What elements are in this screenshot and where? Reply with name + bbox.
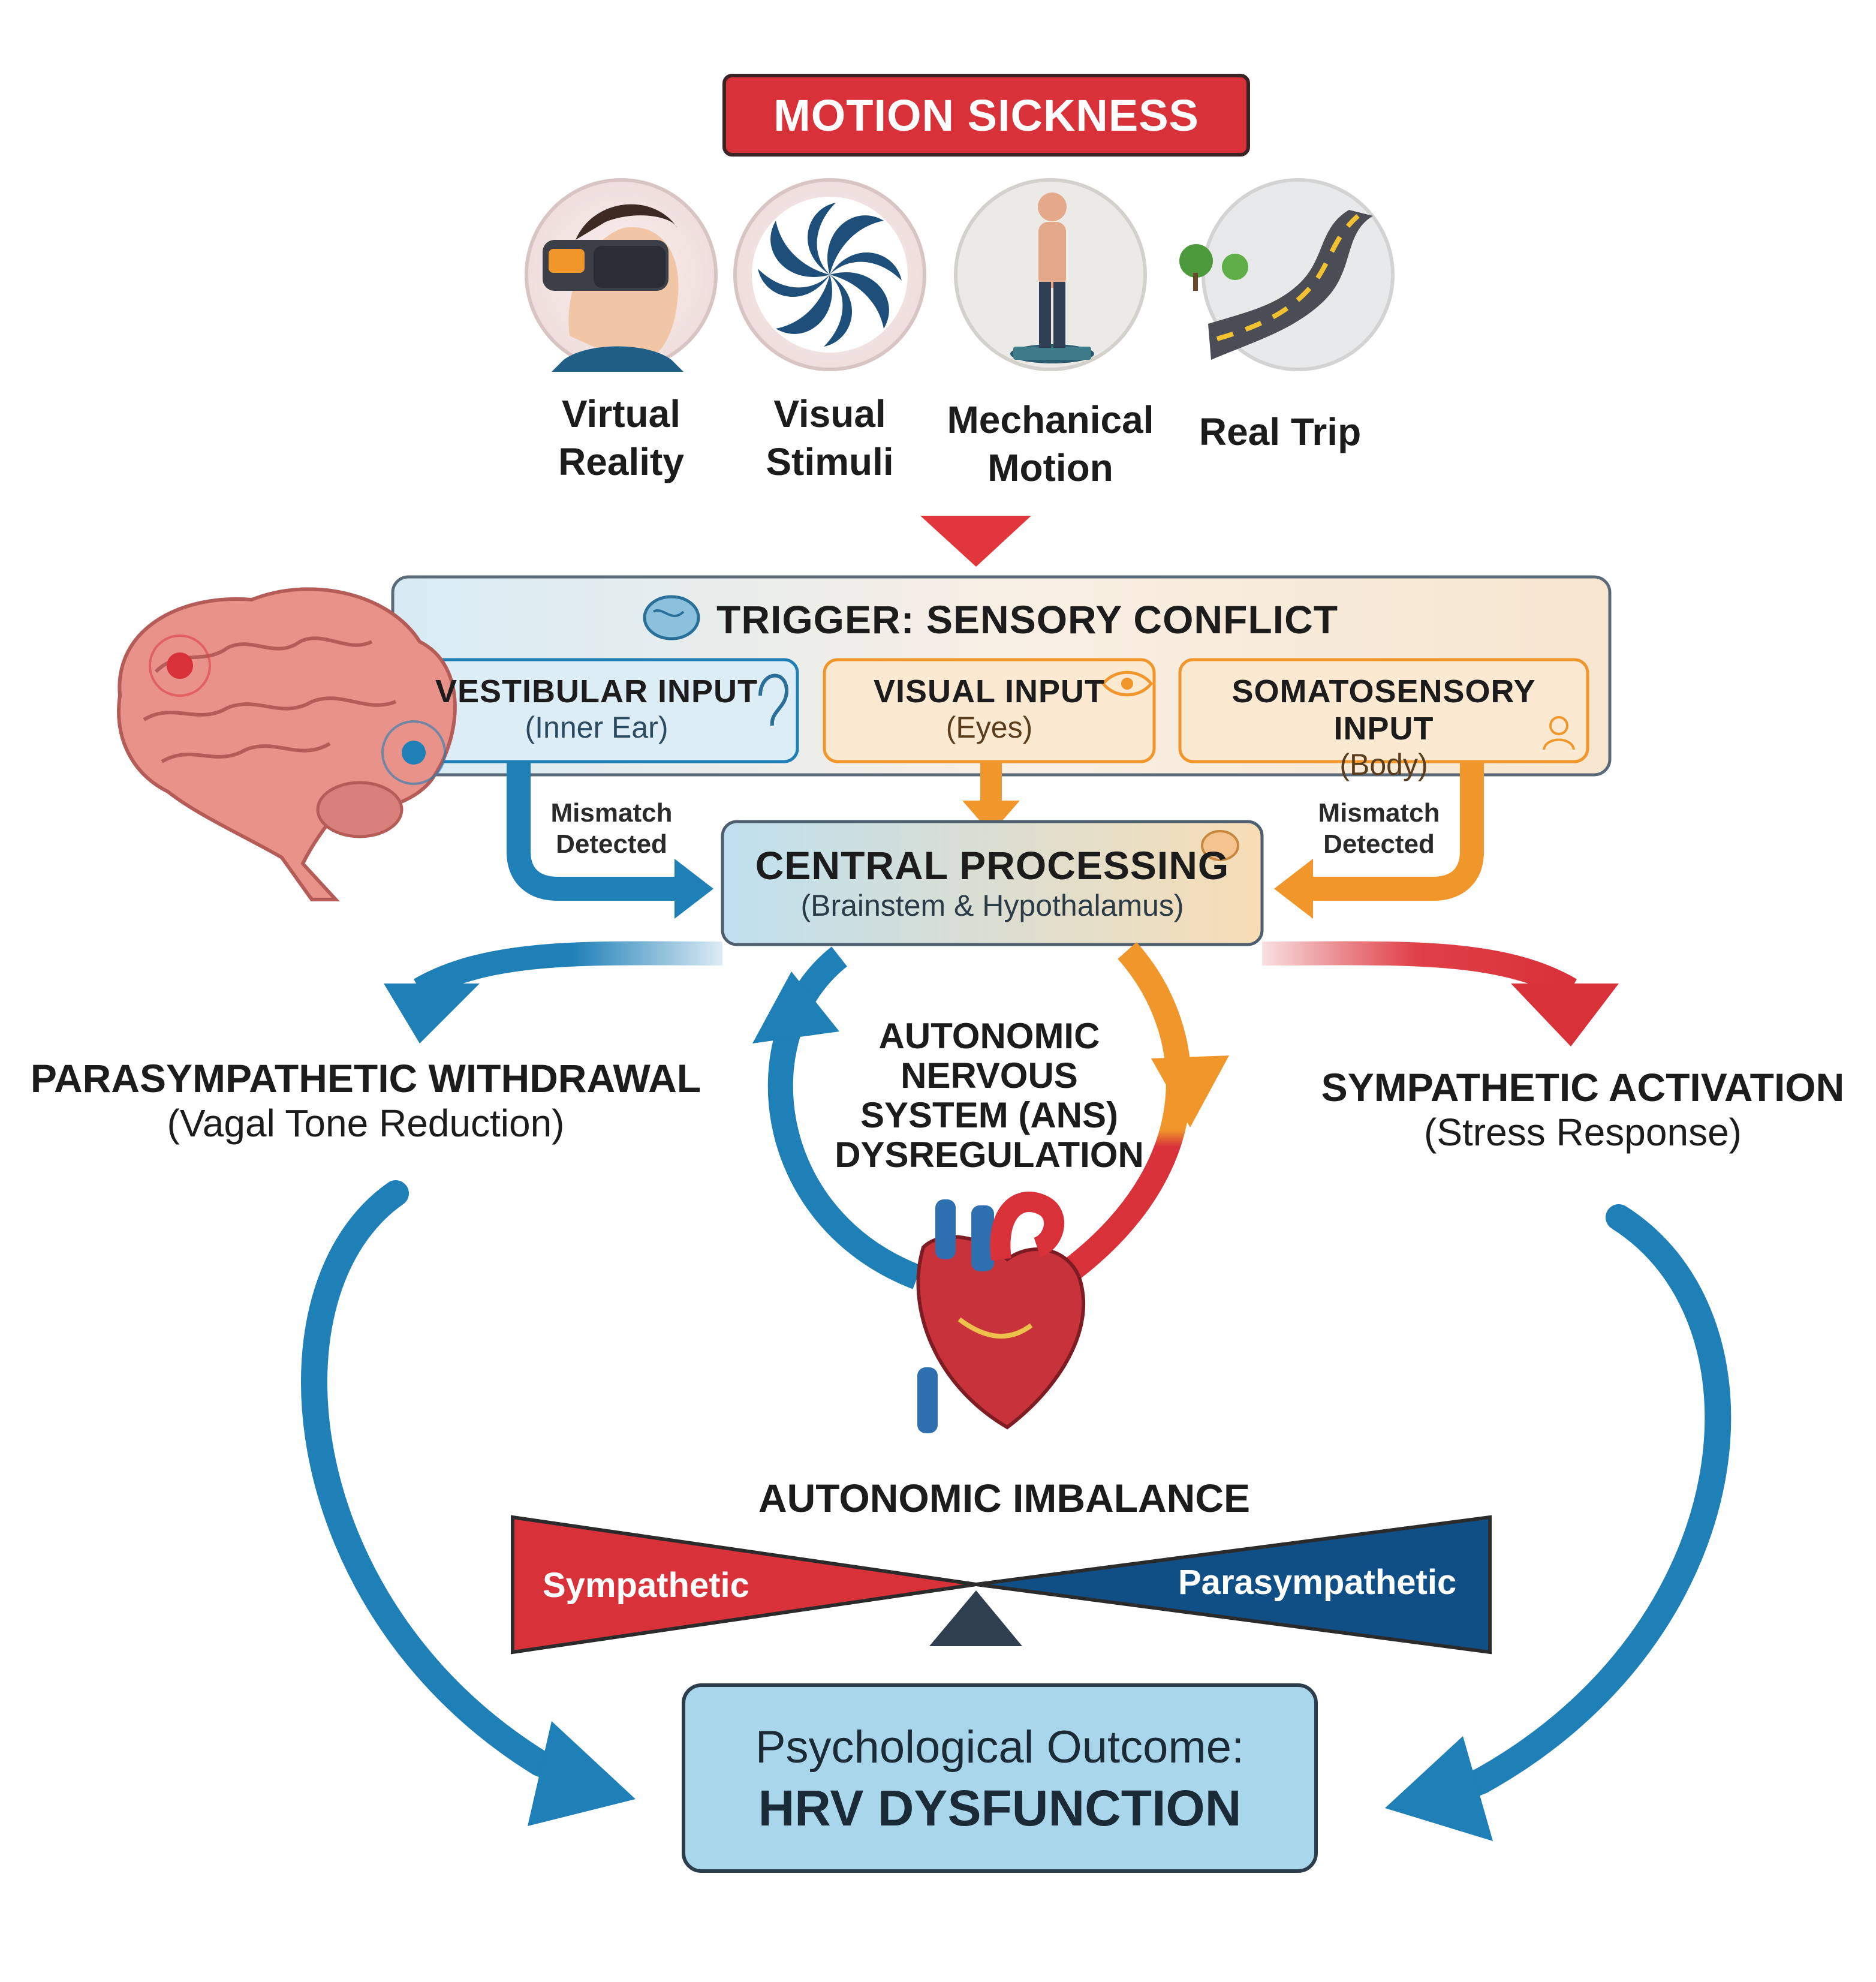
eye-icon bbox=[1101, 670, 1154, 697]
mismatch-left-line2: Detected bbox=[556, 829, 667, 859]
somatosensory-input: SOMATOSENSORY INPUT (Body) bbox=[1180, 673, 1588, 782]
mismatch-left-line1: Mismatch bbox=[550, 798, 673, 828]
imbalance-left-label: Sympathetic bbox=[543, 1566, 749, 1605]
trigger-title: TRIGGER: SENSORY CONFLICT bbox=[716, 597, 1339, 642]
source-label-line2: Reality bbox=[558, 440, 684, 483]
ear-icon bbox=[758, 673, 789, 726]
imbalance-title: AUTONOMIC IMBALANCE bbox=[758, 1476, 1251, 1520]
somatosensory-sub: (Body) bbox=[1339, 748, 1428, 781]
central-title: CENTRAL PROCESSING bbox=[755, 843, 1230, 888]
ans-line4: DYSREGULATION bbox=[835, 1135, 1144, 1175]
vr-headset-icon bbox=[543, 204, 683, 372]
ans-loop-right-arrowhead bbox=[1151, 1055, 1229, 1127]
title-banner: MOTION SICKNESS bbox=[722, 74, 1250, 157]
fulcrum bbox=[929, 1590, 1022, 1646]
ans-label: AUTONOMIC NERVOUS SYSTEM (ANS) DYSREGULA… bbox=[809, 1016, 1169, 1175]
sympathetic-wedge bbox=[511, 1515, 977, 1655]
outcome-line1: Psychological Outcome: bbox=[755, 1722, 1245, 1773]
heart-illustration bbox=[916, 1192, 1086, 1433]
left-outcome-arrowhead bbox=[528, 1721, 636, 1826]
left-outcome-arrow bbox=[301, 1180, 619, 1803]
standing-person-icon bbox=[1010, 193, 1094, 363]
source-label-real-trip: Real Trip bbox=[1190, 408, 1370, 456]
somatosensory-title: SOMATOSENSORY INPUT bbox=[1231, 673, 1536, 747]
outcome-box bbox=[682, 1683, 1318, 1873]
parasympathetic-label: PARASYMPATHETIC WITHDRAWAL (Vagal Tone R… bbox=[12, 1055, 719, 1145]
somatosensory-arrowhead bbox=[1274, 859, 1313, 919]
source-label-line1: Virtual bbox=[562, 392, 680, 435]
source-label-vr: Virtual Reality bbox=[531, 390, 711, 486]
sympathetic-arrowhead bbox=[1511, 984, 1619, 1046]
parasympathetic-sub: (Vagal Tone Reduction) bbox=[167, 1102, 565, 1145]
source-label-line2: Stimuli bbox=[766, 440, 894, 483]
source-label-line1: Visual bbox=[773, 392, 886, 435]
central-sub: (Brainstem & Hypothalamus) bbox=[800, 889, 1184, 922]
vestibular-arrow bbox=[507, 762, 677, 901]
ans-loop-left-arrowhead bbox=[752, 972, 839, 1043]
central-box bbox=[721, 820, 1264, 946]
ans-line2: NERVOUS bbox=[901, 1055, 1078, 1096]
central-processing: CENTRAL PROCESSING (Brainstem & Hypothal… bbox=[722, 843, 1262, 923]
vestibular-sub: (Inner Ear) bbox=[525, 711, 669, 744]
sympathetic-sub: (Stress Response) bbox=[1424, 1111, 1742, 1154]
visual-input: VISUAL INPUT (Eyes) bbox=[824, 673, 1154, 745]
spiral-icon bbox=[752, 197, 908, 353]
source-label-line1: Mechanical bbox=[947, 398, 1154, 441]
mismatch-right-label: Mismatch Detected bbox=[1307, 798, 1451, 860]
somatosensory-arrow bbox=[1310, 762, 1484, 901]
vestibular-title: VESTIBULAR INPUT bbox=[435, 673, 758, 709]
source-label-mechanical: Mechanical Motion bbox=[931, 396, 1170, 492]
brain-central-icon bbox=[1201, 830, 1239, 861]
source-label-line2: Motion bbox=[987, 446, 1113, 489]
parasympathetic-arrowhead bbox=[384, 984, 480, 1043]
road-icon bbox=[1179, 210, 1373, 360]
mismatch-right-line1: Mismatch bbox=[1318, 798, 1440, 828]
mismatch-left-label: Mismatch Detected bbox=[540, 798, 683, 860]
right-outcome-arrowhead bbox=[1385, 1736, 1493, 1841]
person-icon bbox=[1543, 716, 1575, 750]
imbalance-right-label: Parasympathetic bbox=[1178, 1563, 1457, 1602]
brain-illustration bbox=[117, 587, 457, 901]
visual-title: VISUAL INPUT bbox=[873, 673, 1106, 709]
outcome-line2: HRV DYSFUNCTION bbox=[758, 1780, 1242, 1836]
vestibular-arrowhead bbox=[674, 859, 713, 919]
brain-small-icon bbox=[643, 595, 700, 640]
mismatch-right-line2: Detected bbox=[1323, 829, 1435, 859]
visual-arrowhead bbox=[962, 801, 1020, 834]
sympathetic-title: SYMPATHETIC ACTIVATION bbox=[1321, 1065, 1845, 1109]
down-arrow bbox=[920, 516, 1031, 567]
visual-sub: (Eyes) bbox=[945, 711, 1033, 744]
parasympathetic-arrow bbox=[413, 941, 723, 1000]
right-outcome-arrow bbox=[1408, 1204, 1732, 1818]
vestibular-input: VESTIBULAR INPUT (Inner Ear) bbox=[420, 673, 773, 745]
parasympathetic-title: PARASYMPATHETIC WITHDRAWAL bbox=[30, 1056, 701, 1100]
input-box-somatosensory bbox=[1178, 658, 1589, 763]
sympathetic-label: SYMPATHETIC ACTIVATION (Stress Response) bbox=[1295, 1064, 1871, 1154]
ans-line3: SYSTEM (ANS) bbox=[860, 1095, 1119, 1135]
outcome-label: Psychological Outcome: HRV DYSFUNCTION bbox=[683, 1721, 1316, 1837]
ans-line1: AUTONOMIC bbox=[878, 1016, 1100, 1056]
parasympathetic-wedge bbox=[975, 1515, 1492, 1655]
sympathetic-arrow bbox=[1261, 941, 1577, 1000]
source-label-line1: Real Trip bbox=[1199, 410, 1362, 453]
source-label-visual: Visual Stimuli bbox=[740, 390, 920, 486]
